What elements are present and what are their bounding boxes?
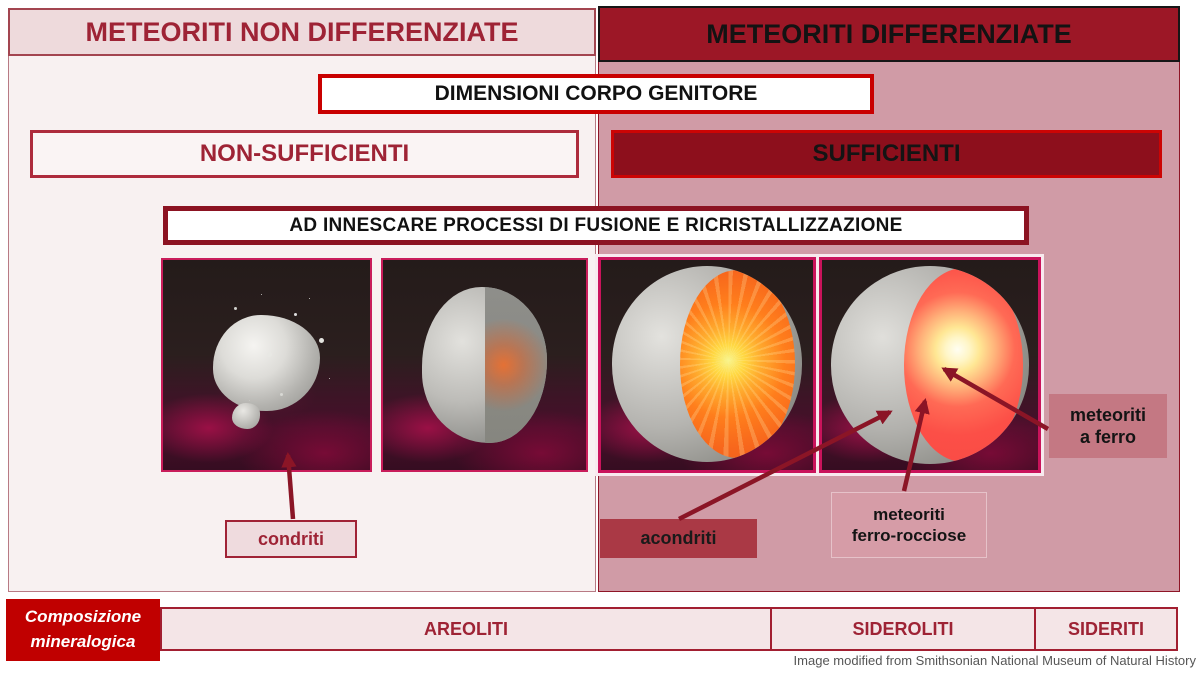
header-meteoriti-differenziate: METEORITI DIFFERENZIATE — [598, 6, 1180, 62]
differentiated-asteroid-image — [819, 257, 1041, 473]
stony-iron-meteorites-label: meteoriti ferro-rocciose — [831, 492, 987, 558]
cut-face-molten-interior — [680, 270, 795, 458]
image-credit-caption: Image modified from Smithsonian National… — [793, 653, 1196, 668]
sideriti-section: SIDERITI — [1034, 609, 1176, 649]
composition-bar: AREOLITI SIDEROLITI SIDERITI — [160, 607, 1178, 651]
mineral-composition-box: Composizione mineralogica — [6, 599, 160, 661]
molten-interior-asteroid-image — [598, 257, 816, 473]
rubble-pile-blob — [212, 314, 321, 429]
weakly-heated-asteroid-image — [381, 258, 588, 472]
cutaway-sphere — [611, 266, 803, 462]
iron-meteorites-label: meteoriti a ferro — [1049, 394, 1167, 458]
cut-face-metal-core — [904, 268, 1024, 462]
cutaway-sphere — [830, 266, 1030, 464]
header-meteoriti-non-differenziate: METEORITI NON DIFFERENZIATE — [8, 8, 596, 56]
sideroliti-section: SIDEROLITI — [770, 609, 1034, 649]
cut-face-warm-core — [484, 287, 548, 443]
condriti-label: condriti — [225, 520, 357, 558]
debris-dots — [266, 352, 272, 358]
acondriti-label: acondriti — [600, 519, 757, 558]
areoliti-section: AREOLITI — [424, 618, 508, 639]
sufficienti-box: SUFFICIENTI — [611, 130, 1162, 178]
rubble-pile-asteroid-image — [161, 258, 372, 472]
parent-body-size-banner: DIMENSIONI CORPO GENITORE — [318, 74, 874, 114]
non-sufficienti-box: NON-SUFFICIENTI — [30, 130, 579, 178]
fusion-process-banner: AD INNESCARE PROCESSI DI FUSIONE E RICRI… — [163, 206, 1029, 245]
cutaway-sphere — [421, 287, 548, 443]
